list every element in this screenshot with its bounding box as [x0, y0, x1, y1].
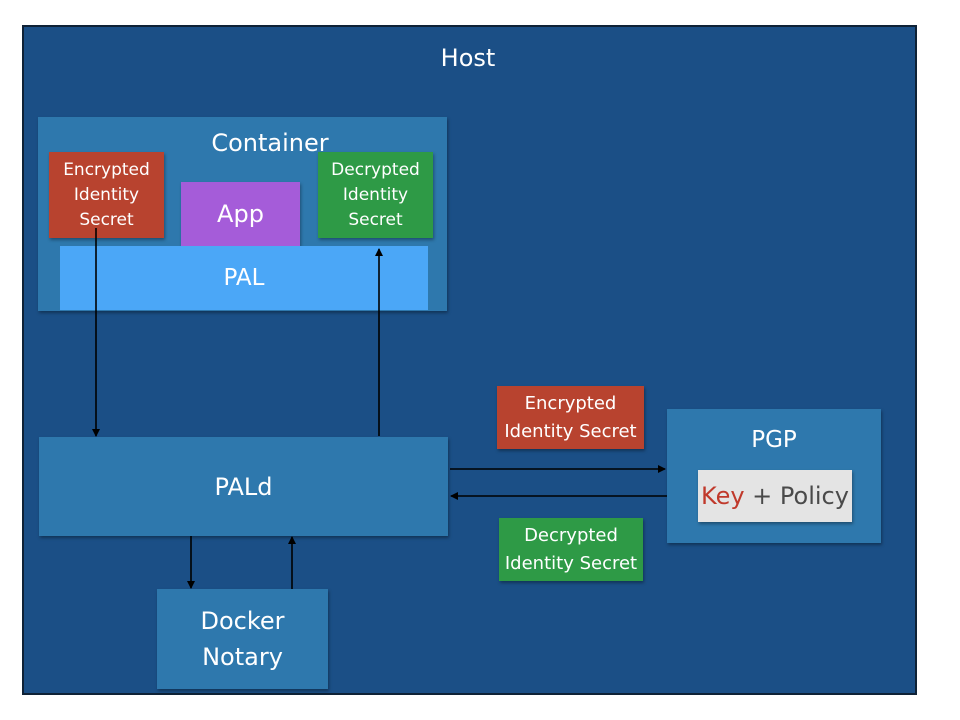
decrypted-secret-box: Decrypted Identity Secret — [318, 152, 433, 238]
docker-notary-box: Docker Notary — [157, 589, 328, 689]
docker-label: Docker — [200, 607, 285, 635]
decrypted-message-box: Decrypted Identity Secret — [499, 518, 643, 581]
app-box: App — [181, 182, 300, 246]
encrypted-secret-box: Encrypted Identity Secret — [49, 152, 164, 238]
key-label: Key — [701, 482, 745, 510]
policy-label: + Policy — [744, 482, 849, 510]
container-title: Container — [211, 129, 329, 157]
pgp-title: PGP — [751, 427, 797, 453]
pal-box: PAL — [60, 246, 428, 310]
host-title: Host — [440, 44, 496, 72]
pald-box: PALd — [39, 437, 448, 536]
key-policy-box: Key + Policy — [698, 470, 852, 522]
notary-label: Notary — [202, 643, 283, 671]
encrypted-message-box: Encrypted Identity Secret — [497, 386, 644, 449]
